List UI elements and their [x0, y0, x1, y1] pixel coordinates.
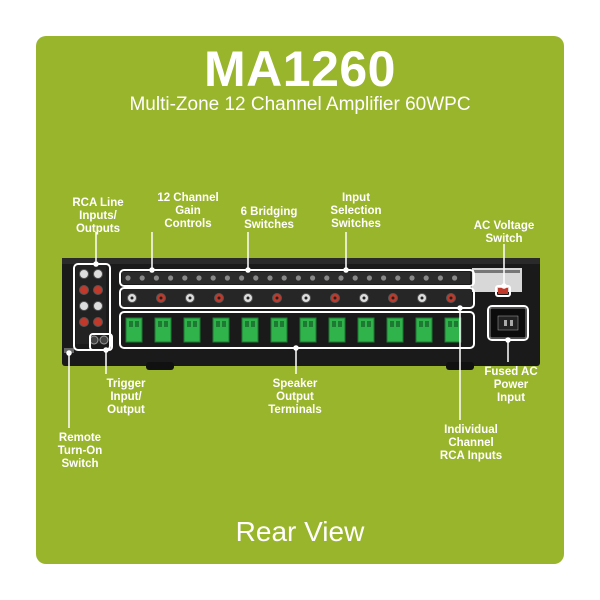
line-rca-jack [79, 269, 89, 279]
gain-control-knob [395, 275, 401, 281]
gain-control-knob [224, 275, 230, 281]
gain-control-knob [310, 275, 316, 281]
trigger-jack-2 [99, 335, 109, 345]
gain-control-knob [381, 275, 387, 281]
speaker-terminal [212, 317, 230, 343]
speaker-terminal [241, 317, 259, 343]
gain-control-knob [281, 275, 287, 281]
product-card: MA1260 Multi-Zone 12 Channel Amplifier 6… [36, 36, 564, 564]
speaker-terminal [328, 317, 346, 343]
gain-control-knob [125, 275, 131, 281]
gain-control-knob [295, 275, 301, 281]
line-rca-jack [93, 301, 103, 311]
gain-control-knob [139, 275, 145, 281]
amplifier-rear-illustration [62, 232, 540, 428]
gain-control-knob [239, 275, 245, 281]
gain-control-knob [437, 275, 443, 281]
gain-control-knob [409, 275, 415, 281]
speaker-terminal [386, 317, 404, 343]
ac-voltage-switch-control [498, 288, 508, 294]
gain-control-knob [210, 275, 216, 281]
gain-control-knob [338, 275, 344, 281]
foot-left [146, 362, 174, 370]
product-subtitle: Multi-Zone 12 Channel Amplifier 60WPC [129, 94, 471, 115]
speaker-terminal [183, 317, 201, 343]
rear-view-caption: Rear View [235, 516, 365, 547]
line-rca-jack [79, 301, 89, 311]
gain-control-knob [366, 275, 372, 281]
gain-control-knob [168, 275, 174, 281]
gain-control-knob [452, 275, 458, 281]
line-rca-jack [79, 317, 89, 327]
line-rca-jack [93, 269, 103, 279]
speaker-terminal [299, 317, 317, 343]
speaker-terminal [154, 317, 172, 343]
line-rca-jack [79, 285, 89, 295]
gain-control-knob [324, 275, 330, 281]
gain-control-knob [196, 275, 202, 281]
speaker-terminal [415, 317, 433, 343]
speaker-terminal [357, 317, 375, 343]
gain-control-knob [182, 275, 188, 281]
trigger-jack-1 [89, 335, 99, 345]
gain-control-knob [267, 275, 273, 281]
gain-control-knob [352, 275, 358, 281]
gain-control-knob [423, 275, 429, 281]
line-rca-jack [93, 317, 103, 327]
gain-control-knob [153, 275, 159, 281]
product-title: MA1260 [204, 41, 396, 97]
speaker-terminal [270, 317, 288, 343]
gain-control-knob [253, 275, 259, 281]
speaker-terminal [444, 317, 462, 343]
speaker-terminal [125, 317, 143, 343]
line-rca-jack [93, 285, 103, 295]
